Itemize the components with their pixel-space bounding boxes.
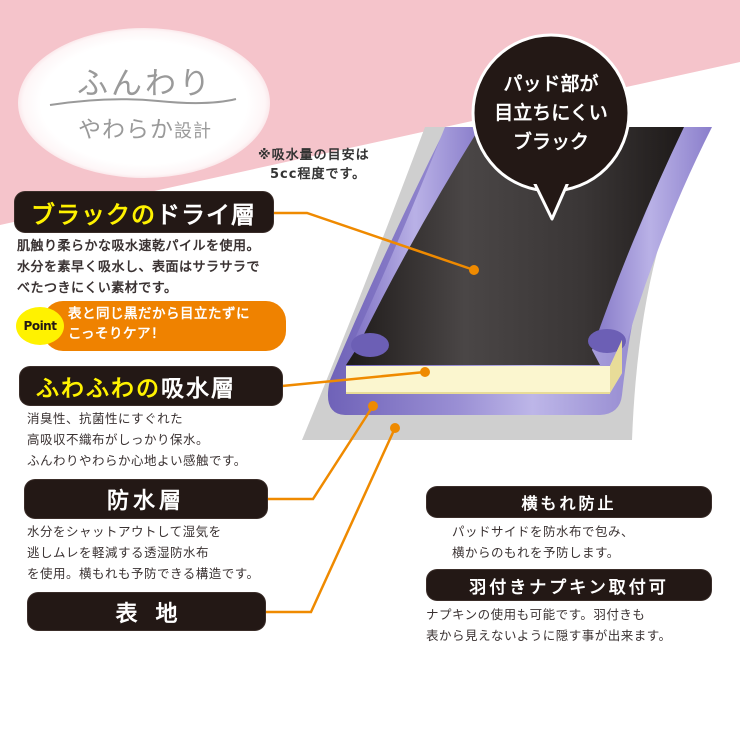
- winged-napkin-description: ナプキンの使用も可能です。羽付きも 表から見えないように隠す事が出来ます。: [426, 604, 672, 646]
- outer-fabric-label: 表地: [28, 593, 265, 630]
- absorption-note: ※吸水量の目安は 5cc程度です。: [258, 146, 370, 184]
- title-wave-divider: [49, 98, 237, 106]
- left-tube-end: [351, 333, 389, 357]
- desc-line: を使用。横もれも予防できる構造です。: [27, 566, 260, 581]
- desc-line: 横からのもれを予防します。: [452, 545, 620, 560]
- bubble-line-3: ブラック: [512, 131, 589, 153]
- desc-line: 消臭性、抗菌性にすぐれた: [27, 411, 184, 426]
- side-leak-prevention-label: 横もれ防止: [427, 487, 711, 517]
- bubble-line-2: 目立ちにくい: [494, 102, 608, 124]
- desc-line: 逃しムレを軽減する透湿防水布: [27, 545, 210, 560]
- waterproof-layer-label: 防水層: [25, 480, 267, 518]
- bubble-line-1: パッド部が: [503, 73, 599, 95]
- right-tube-shape: [588, 127, 712, 345]
- leader-lines: [265, 211, 475, 614]
- left-tube-shape: [352, 127, 478, 345]
- absorbent-layer-description: 消臭性、抗菌性にすぐれた 高吸収不織布がしっかり保水。 ふんわりやわらか心地よい…: [27, 408, 247, 471]
- dry-layer-label-highlight: ブラックの: [31, 200, 156, 229]
- dry-layer-shape: [346, 127, 684, 365]
- speech-bubble-text: パッド部が 目立ちにくい ブラック: [476, 70, 626, 157]
- desc-line: べたつきにくい素材です。: [17, 281, 178, 296]
- absorbent-layer-label-highlight: ふわふわの: [36, 376, 161, 402]
- side-leak-prevention-description: パッドサイドを防水布で包み、 横からのもれを予防します。: [452, 521, 634, 563]
- title-line-2-small: 設計: [174, 121, 212, 142]
- absorbent-layer-label-rest: 吸水層: [161, 376, 236, 402]
- note-line-1: ※吸水量の目安は: [258, 148, 370, 163]
- point-line-2: こっそりケア！: [68, 326, 166, 342]
- title-line-2-main: やわらか: [78, 117, 174, 143]
- desc-line: ナプキンの使用も可能です。羽付きも: [426, 607, 646, 622]
- title-line-1: ふんわり: [77, 66, 213, 102]
- desc-line: パッドサイドを防水布で包み、: [452, 524, 635, 539]
- waterproof-layer-description: 水分をシャットアウトして湿気を 逃しムレを軽減する透湿防水布 を使用。横もれも予…: [27, 521, 260, 584]
- desc-line: 水分を素早く吸水し、表面はサラサラで: [17, 260, 261, 275]
- desc-line: 肌触り柔らかな吸水速乾パイルを使用。: [17, 239, 261, 254]
- absorbent-layer-label: ふわふわの吸水層: [20, 367, 282, 405]
- winged-napkin-label: 羽付きナプキン取付可: [427, 570, 711, 600]
- speech-bubble: [471, 33, 631, 221]
- dry-layer-label-rest: ドライ層: [156, 200, 256, 229]
- point-line-1: 表と同じ黒だから目立たずに: [68, 306, 250, 322]
- desc-line: ふんわりやわらか心地よい感触です。: [27, 453, 247, 468]
- dry-layer-label: ブラックのドライ層: [15, 192, 273, 232]
- desc-line: 高吸収不織布がしっかり保水。: [27, 432, 210, 447]
- desc-line: 水分をシャットアウトして湿気を: [27, 524, 222, 539]
- point-badge: Point: [16, 307, 64, 345]
- point-callout: [43, 301, 286, 351]
- dry-layer-description: 肌触り柔らかな吸水速乾パイルを使用。 水分を素早く吸水し、表面はサラサラで べた…: [17, 236, 260, 299]
- absorbent-layer-shape: [346, 340, 622, 393]
- desc-line: 表から見えないように隠す事が出来ます。: [426, 628, 672, 643]
- point-text: 表と同じ黒だから目立たずに こっそりケア！: [68, 304, 250, 344]
- right-tube-end: [588, 329, 626, 353]
- note-line-2: 5cc程度です。: [270, 167, 367, 182]
- title-line-2: やわらか設計: [60, 110, 230, 144]
